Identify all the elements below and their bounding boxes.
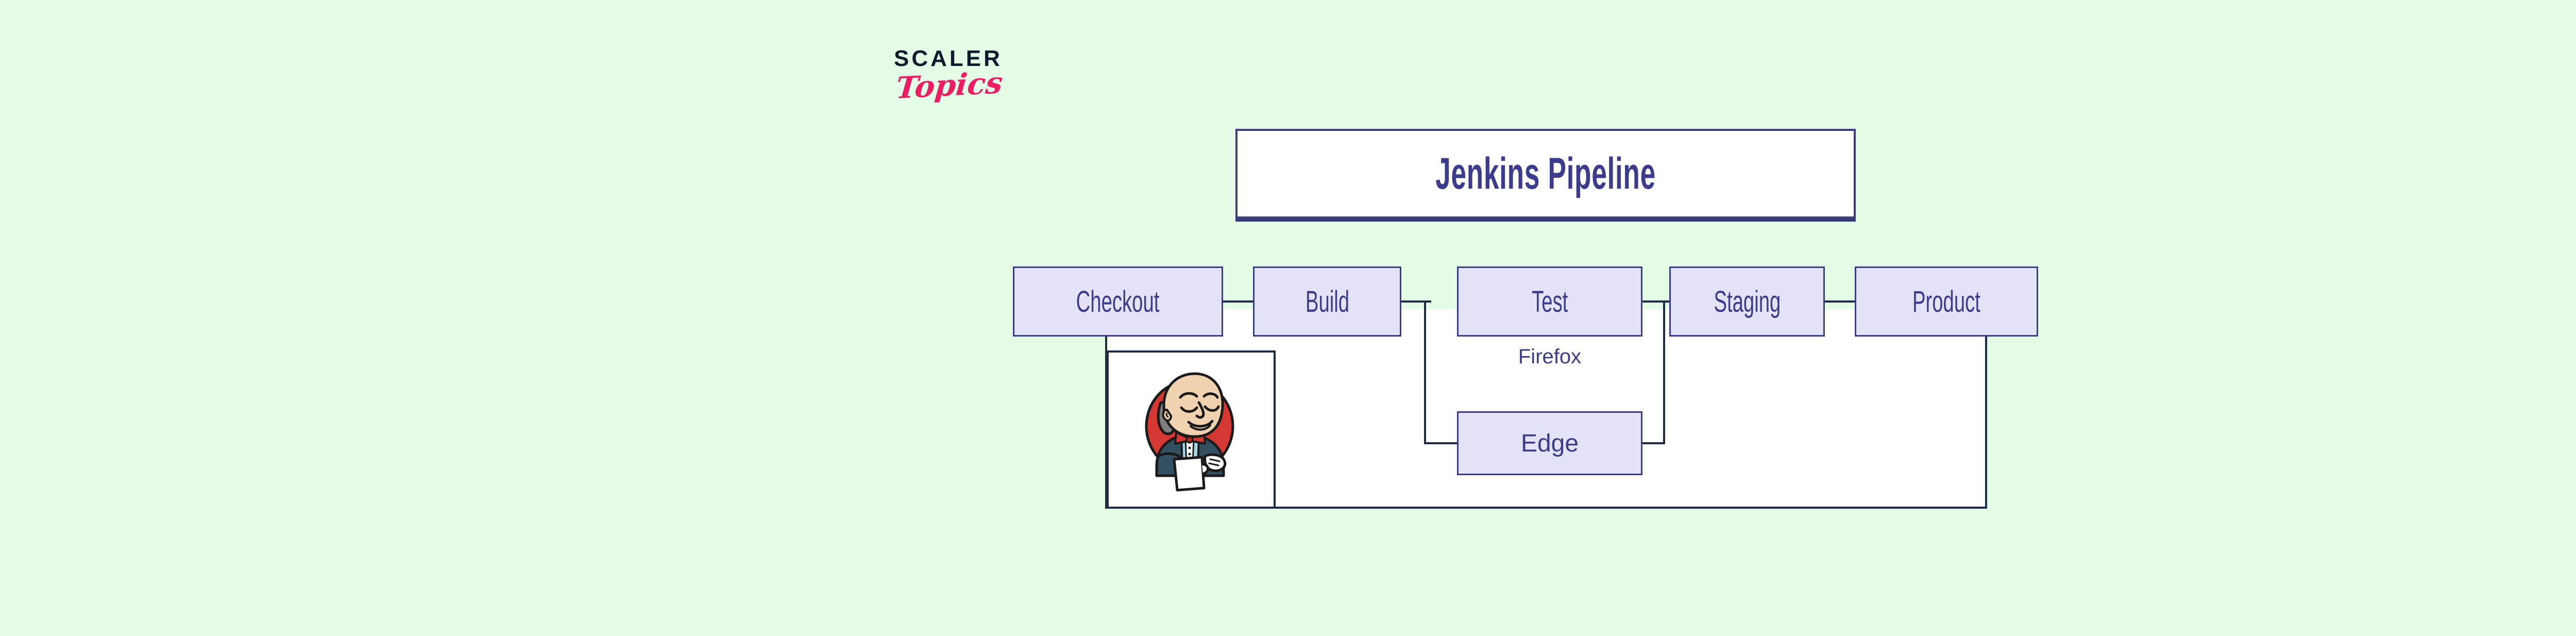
stage-label-staging: Staging: [1714, 284, 1781, 319]
page-title: Jenkins Pipeline: [1435, 148, 1656, 198]
stage-label-checkout: Checkout: [1076, 284, 1160, 319]
branch-label-edge: Edge: [1520, 429, 1579, 457]
connector-product-down-vertical: [1985, 336, 1987, 509]
page-title-box: Jenkins Pipeline: [1235, 129, 1856, 222]
connector-test-branch-right-vertical: [1663, 300, 1665, 443]
connector-build-test: [1399, 300, 1431, 303]
stage-label-build: Build: [1305, 284, 1349, 319]
connector-staging-product: [1824, 300, 1855, 303]
connector-edge-right-stub: [1640, 442, 1665, 444]
connector-bottom-rail: [1105, 507, 1987, 509]
connector-test-staging: [1638, 300, 1669, 303]
connector-test-branch-left-vertical: [1424, 300, 1426, 443]
connector-checkout-down-vertical: [1105, 336, 1107, 509]
stage-label-test: Test: [1531, 284, 1568, 319]
connector-edge-left-stub: [1424, 442, 1460, 444]
jenkins-butler-icon: [1145, 372, 1234, 491]
stage-box-staging[interactable]: Staging: [1669, 266, 1825, 337]
connector-checkout-build: [1222, 300, 1253, 303]
branch-box-edge[interactable]: Edge: [1457, 411, 1642, 475]
stage-box-product[interactable]: Product: [1855, 266, 2038, 337]
scaler-topics-logo: SCALER Topics: [894, 46, 1048, 106]
stage-label-product: Product: [1912, 284, 1980, 319]
stage-box-checkout[interactable]: Checkout: [1013, 266, 1223, 337]
stage-box-test[interactable]: Test: [1457, 266, 1642, 337]
branch-label-firefox: Firefox: [1518, 345, 1582, 368]
stage-box-build[interactable]: Build: [1253, 266, 1401, 337]
logo-wordmark: SCALER: [894, 46, 1003, 71]
jenkins-logo-box: [1107, 350, 1276, 509]
logo-scriptmark: Topics: [894, 65, 1004, 106]
